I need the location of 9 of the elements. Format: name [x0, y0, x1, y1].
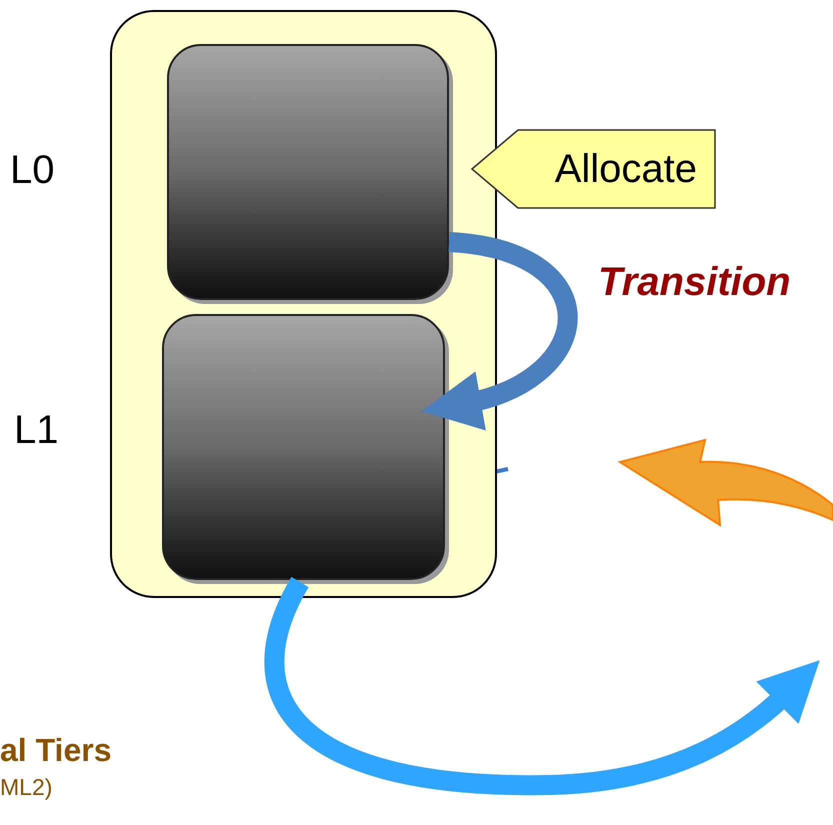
callout-tag [470, 128, 717, 210]
level-label: L0 [10, 147, 54, 194]
curved-arrow [422, 232, 578, 429]
callout-text: Allocate [554, 146, 697, 193]
tier-label: ML2) [0, 773, 52, 802]
curved-arrow [264, 578, 820, 795]
tier-label: al Tiers [0, 731, 112, 770]
level-label: L1 [14, 407, 58, 454]
container-box [110, 10, 497, 598]
